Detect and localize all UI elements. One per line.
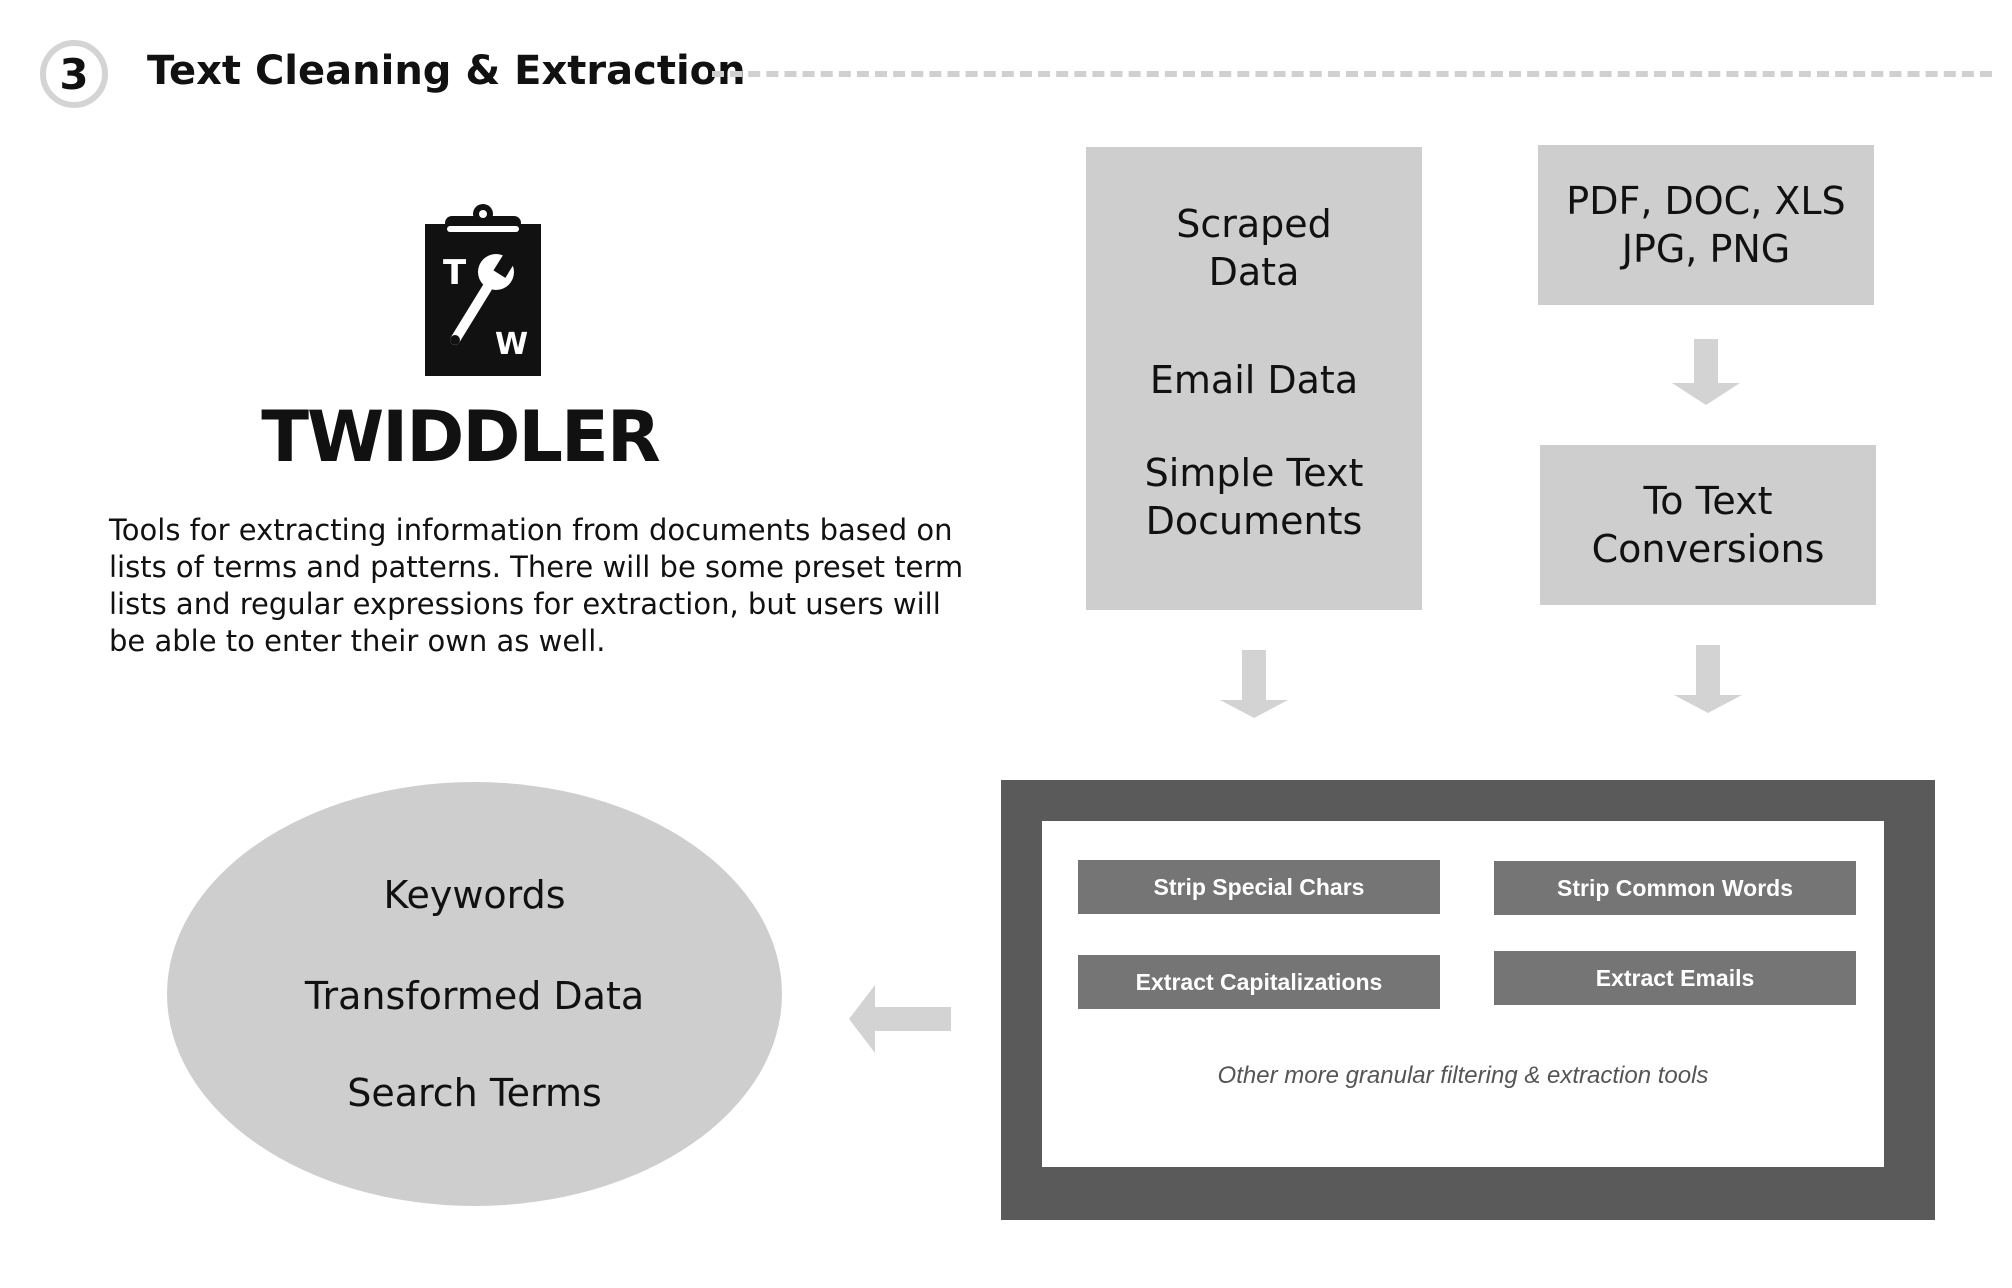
output-search-terms: Search Terms xyxy=(347,1071,602,1115)
twiddler-logo-icon: T W xyxy=(425,204,541,376)
output-keywords: Keywords xyxy=(383,873,566,917)
email-data-label: Email Data xyxy=(1149,358,1359,402)
arrow-down-icon xyxy=(1220,650,1288,718)
brand-name: TWIDDLER xyxy=(261,396,661,478)
simple-text-label-line2: Documents xyxy=(1145,499,1363,543)
scraped-data-label-line1: Scraped xyxy=(1176,202,1332,246)
file-types-box: PDF, DOC, XLS JPG, PNG xyxy=(1538,145,1874,305)
logo-letter-w: W xyxy=(495,327,528,362)
strip-special-chars-button[interactable]: Strip Special Chars xyxy=(1078,860,1440,914)
arrow-down-icon xyxy=(1674,645,1742,713)
file-types-line1: PDF, DOC, XLS xyxy=(1566,179,1846,223)
section-title: Text Cleaning & Extraction xyxy=(147,48,746,94)
to-text-conversions-box: To Text Conversions xyxy=(1540,445,1876,605)
logo-letter-t: T xyxy=(443,253,467,293)
outputs-ellipse: Keywords Transformed Data Search Terms xyxy=(167,782,782,1206)
data-sources-box: Scraped Data Email Data Simple Text Docu… xyxy=(1086,147,1422,610)
conversion-line2: Conversions xyxy=(1591,527,1825,571)
arrow-left-icon xyxy=(849,985,951,1053)
arrow-down-icon xyxy=(1672,339,1740,405)
scraped-data-label-line2: Data xyxy=(1208,250,1300,294)
extract-emails-button[interactable]: Extract Emails xyxy=(1494,951,1856,1005)
strip-common-words-button[interactable]: Strip Common Words xyxy=(1494,861,1856,915)
tool-description: Tools for extracting information from do… xyxy=(109,513,964,658)
dotted-divider xyxy=(712,71,1992,77)
conversion-line1: To Text xyxy=(1643,479,1773,523)
tools-note: Other more granular filtering & extracti… xyxy=(1217,1062,1709,1089)
output-transformed-data: Transformed Data xyxy=(304,974,645,1018)
file-types-line2: JPG, PNG xyxy=(1621,227,1791,271)
extract-capitalizations-button[interactable]: Extract Capitalizations xyxy=(1078,955,1440,1009)
simple-text-label-line1: Simple Text xyxy=(1144,451,1364,495)
step-number-badge: 3 xyxy=(40,40,108,108)
